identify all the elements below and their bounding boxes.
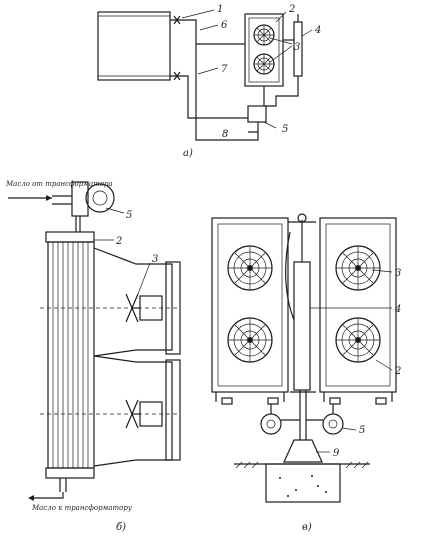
label-a-1: 1 bbox=[217, 4, 223, 15]
foundation-cone bbox=[283, 439, 323, 463]
fan-motor-upper bbox=[139, 295, 163, 321]
label-b-5: 5 bbox=[126, 210, 132, 221]
transformer-tank bbox=[97, 11, 171, 81]
label-a-3: 3 bbox=[294, 42, 300, 53]
label-c-9: 9 bbox=[333, 448, 340, 459]
label-c-4: 4 bbox=[394, 304, 401, 315]
label-a-6: 6 bbox=[221, 20, 228, 31]
fan-motor-lower bbox=[139, 401, 163, 427]
cooler-right bbox=[319, 217, 397, 393]
caption-a: а) bbox=[183, 148, 193, 159]
pump bbox=[247, 105, 267, 123]
caption-c: в) bbox=[302, 522, 312, 533]
label-a-8: 8 bbox=[222, 129, 228, 140]
diagram-c: 3 4 2 5 9 в) bbox=[211, 213, 401, 533]
pump-motor-b bbox=[85, 183, 115, 213]
label-a-2: 2 bbox=[288, 4, 295, 15]
cooler-left bbox=[211, 217, 289, 393]
oil-from-transformer-text: Масло от трансформатора bbox=[5, 180, 113, 188]
label-a-7: 7 bbox=[221, 64, 228, 75]
label-c-2: 2 bbox=[394, 366, 401, 377]
pump-left-c bbox=[260, 413, 282, 435]
label-b-2: 2 bbox=[115, 236, 122, 247]
caption-b: б) bbox=[116, 522, 126, 533]
label-c-5: 5 bbox=[359, 425, 365, 436]
oil-to-transformer-text: Масло к трансформатору bbox=[31, 504, 133, 512]
label-a-5: 5 bbox=[282, 124, 288, 135]
diagram-b: Масло от трансформатора Масло к трансфор… bbox=[5, 180, 181, 533]
central-column bbox=[293, 261, 311, 391]
label-b-3: 3 bbox=[152, 254, 158, 265]
label-a-4: 4 bbox=[314, 25, 321, 36]
diagram-a: 1 6 2 3 4 7 8 5 а) bbox=[97, 4, 321, 159]
label-c-3: 3 bbox=[395, 268, 401, 279]
foundation-block bbox=[265, 463, 341, 503]
pump-right-c bbox=[322, 413, 344, 435]
tube-bank bbox=[47, 241, 95, 469]
